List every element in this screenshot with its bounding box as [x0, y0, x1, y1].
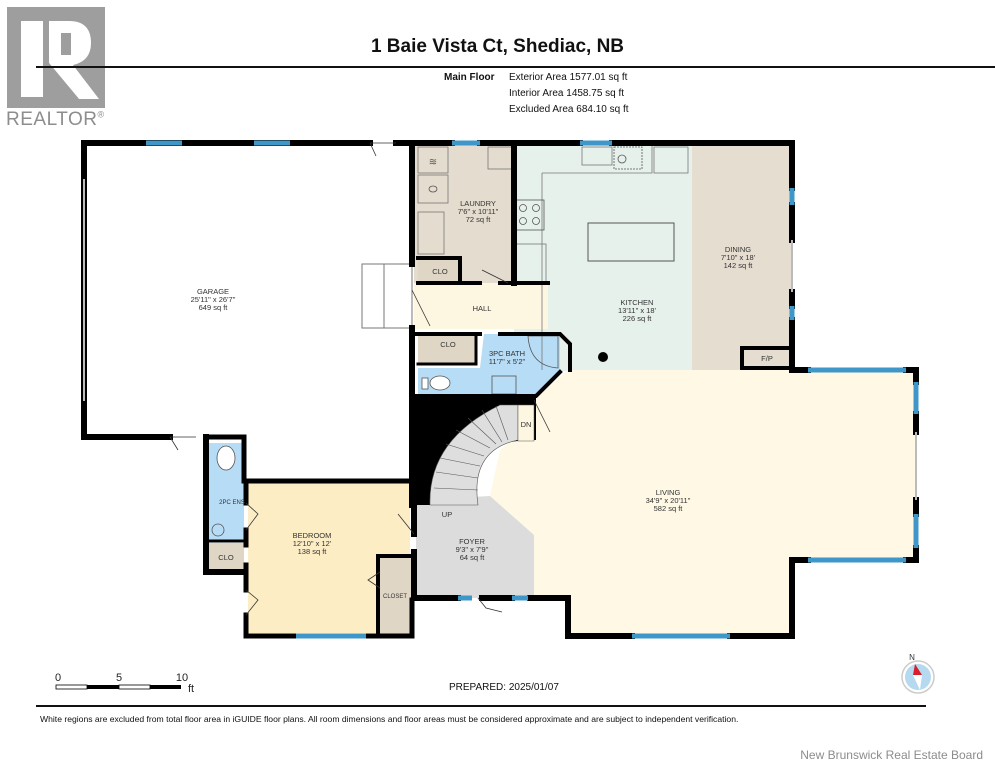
svg-text:64 sq ft: 64 sq ft [460, 553, 486, 562]
bath-area [418, 334, 560, 396]
curved-staircase: UP DN [412, 396, 536, 519]
room-label-ensuite-closet: CLO [218, 553, 234, 562]
excluded-area: Excluded Area 684.10 sq ft [509, 104, 629, 115]
svg-text:7'10" x 18': 7'10" x 18' [721, 253, 756, 262]
floor-label: Main Floor [444, 72, 495, 83]
title-divider [36, 66, 995, 68]
room-label-foyer: FOYER 9'3" x 7'9" 64 sq ft [456, 537, 489, 562]
svg-text:5: 5 [116, 672, 122, 684]
kitchen-island [587, 222, 675, 262]
svg-text:226 sq ft: 226 sq ft [623, 314, 653, 323]
svg-text:DINING: DINING [725, 245, 751, 254]
garage-area [84, 143, 414, 437]
room-label-3pc-bath: 3PC BATH 11'7" x 5'2" [489, 349, 526, 366]
room-label-laundry: LAUNDRY 7'6" x 10'11" 72 sq ft [458, 199, 499, 224]
room-label-dining: DINING 7'10" x 18' 142 sq ft [721, 245, 756, 270]
svg-text:3PC BATH: 3PC BATH [489, 349, 525, 358]
svg-text:BEDROOM: BEDROOM [293, 531, 332, 540]
laundry-closet-area [418, 258, 460, 282]
svg-text:11'7" x 5'2": 11'7" x 5'2" [489, 357, 526, 366]
svg-text:N: N [909, 653, 915, 662]
prepared-date: PREPARED: 2025/01/07 [449, 682, 559, 693]
ensuite-toilet-icon [216, 445, 236, 471]
svg-text:72 sq ft: 72 sq ft [466, 215, 492, 224]
page-title: 1 Baie Vista Ct, Shediac, NB [370, 36, 625, 57]
dining-area [692, 143, 792, 371]
svg-text:HALL: HALL [473, 304, 492, 313]
kitchen-sink-icon [581, 146, 613, 166]
column-icon [598, 352, 608, 362]
svg-text:0: 0 [55, 672, 61, 684]
svg-text:649 sq ft: 649 sq ft [199, 303, 229, 312]
svg-text:582 sq ft: 582 sq ft [654, 504, 684, 513]
room-label-hall: HALL [473, 304, 492, 313]
svg-text:138 sq ft: 138 sq ft [298, 547, 328, 556]
svg-text:ft: ft [188, 683, 194, 695]
stairs-up-label: UP [442, 510, 452, 519]
svg-text:KITCHEN: KITCHEN [621, 298, 654, 307]
board-watermark: New Brunswick Real Estate Board [800, 748, 983, 762]
room-label-laundry-closet: CLO [432, 267, 448, 276]
svg-text:7'6" x 10'11": 7'6" x 10'11" [458, 207, 499, 216]
dishwasher-icon [613, 146, 643, 170]
room-label-garage: GARAGE 25'11" x 26'7" 649 sq ft [191, 287, 236, 312]
room-label-hall-closet: CLO [440, 340, 456, 349]
washer-icon [417, 174, 449, 204]
svg-text:10: 10 [176, 672, 188, 684]
room-label-kitchen: KITCHEN 13'11" x 18' 226 sq ft [618, 298, 656, 323]
north-compass-icon: N [901, 653, 935, 694]
scale-bar: 0 5 10 ft [55, 672, 194, 695]
svg-text:13'11" x 18': 13'11" x 18' [618, 306, 656, 315]
shower-icon [527, 335, 559, 369]
room-label-closet: CLOSET [383, 594, 407, 600]
realtor-r-logo-icon [7, 7, 105, 108]
footer-divider [36, 705, 926, 707]
foyer-area [416, 496, 534, 598]
room-label-fireplace: F/P [761, 354, 773, 363]
hall-area [414, 283, 548, 329]
realtor-wordmark: REALTOR® [6, 109, 105, 130]
svg-text:34'9" x 20'11": 34'9" x 20'11" [646, 496, 691, 505]
room-label-bedroom: BEDROOM 12'10" x 12' 138 sq ft [293, 531, 332, 556]
svg-text:GARAGE: GARAGE [197, 287, 229, 296]
interior-area: Interior Area 1458.75 sq ft [509, 88, 625, 99]
closet-hall-area [418, 334, 476, 364]
exterior-area: Exterior Area 1577.01 sq ft [509, 72, 628, 83]
room-label-living: LIVING 34'9" x 20'11" 582 sq ft [646, 488, 691, 513]
svg-text:12'10" x 12': 12'10" x 12' [293, 539, 332, 548]
living-area [490, 370, 916, 636]
svg-text:LIVING: LIVING [656, 488, 681, 497]
svg-text:9'3" x 7'9": 9'3" x 7'9" [456, 545, 489, 554]
ensuite-sink-icon [211, 523, 225, 537]
fridge-icon [653, 146, 689, 174]
bedroom-closet-area [380, 556, 412, 634]
disclaimer-text: White regions are excluded from total fl… [40, 714, 739, 724]
svg-text:LAUNDRY: LAUNDRY [460, 199, 496, 208]
toilet-icon [429, 375, 451, 391]
dryer-icon [417, 146, 449, 174]
room-label-2pc-ensuite: 2PC ENS [219, 500, 245, 506]
svg-text:142 sq ft: 142 sq ft [724, 261, 754, 270]
garage-steps [361, 263, 413, 329]
svg-text:FOYER: FOYER [459, 537, 485, 546]
stairs-down-label: DN [521, 420, 532, 429]
svg-text:≋: ≋ [429, 157, 437, 168]
ensuite-closet-area [208, 543, 244, 571]
svg-text:25'11" x 26'7": 25'11" x 26'7" [191, 295, 236, 304]
